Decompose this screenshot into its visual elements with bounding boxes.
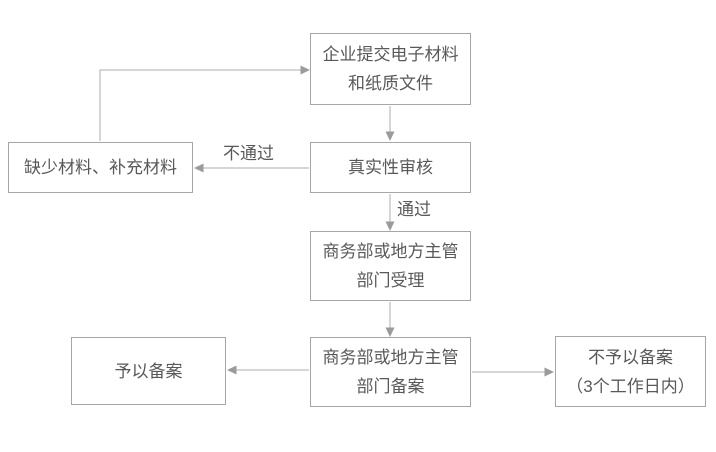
flow-node-missing-line1: 缺少材料、补充材料 — [24, 158, 177, 177]
connector-review-to-missing — [194, 163, 309, 173]
connector-accept-to-filing — [385, 302, 395, 337]
flow-node-filing-denied: 不予以备案 （3个工作日内） — [555, 336, 706, 407]
flow-node-filing-line1: 商务部或地方主管 — [322, 348, 459, 367]
connector-filing-to-granted — [227, 365, 309, 375]
arrowhead-left-icon — [227, 365, 237, 375]
edge-label-passed: 通过 — [397, 200, 431, 219]
flow-node-filing: 商务部或地方主管 部门备案 — [310, 337, 471, 407]
flow-node-submit-line1: 企业提交电子材料 — [322, 45, 459, 64]
arrowhead-left-icon — [194, 163, 204, 173]
arrowhead-down-icon — [385, 131, 395, 141]
flow-node-review-line1: 真实性审核 — [348, 158, 433, 177]
edge-label-not-passed: 不通过 — [223, 144, 274, 163]
flow-node-filing-line2: 部门备案 — [356, 377, 425, 396]
flow-node-missing-materials: 缺少材料、补充材料 — [8, 142, 193, 193]
connector-missing-to-submit — [99, 65, 310, 141]
connector-filing-to-denied — [472, 367, 554, 377]
flow-node-accept-line2: 部门受理 — [356, 271, 425, 290]
arrowhead-right-icon — [544, 367, 554, 377]
flow-node-review: 真实性审核 — [310, 142, 471, 193]
flow-node-denied-line2: （3个工作日内） — [566, 376, 695, 396]
arrowhead-down-icon — [385, 327, 395, 337]
connector-submit-to-review — [385, 106, 395, 141]
flow-node-accept-line1: 商务部或地方主管 — [322, 242, 459, 261]
flow-node-granted-line1: 予以备案 — [114, 361, 183, 381]
flow-node-submit: 企业提交电子材料 和纸质文件 — [310, 33, 471, 105]
arrowhead-right-icon — [300, 65, 310, 75]
arrowhead-down-icon — [385, 221, 395, 231]
flow-node-filing-granted: 予以备案 — [71, 337, 226, 405]
flow-node-acceptance: 商务部或地方主管 部门受理 — [310, 231, 471, 301]
flow-node-denied-line1: 不予以备案 — [588, 347, 673, 367]
connector-review-to-accept — [385, 194, 395, 231]
flow-node-submit-line2: 和纸质文件 — [348, 74, 433, 93]
